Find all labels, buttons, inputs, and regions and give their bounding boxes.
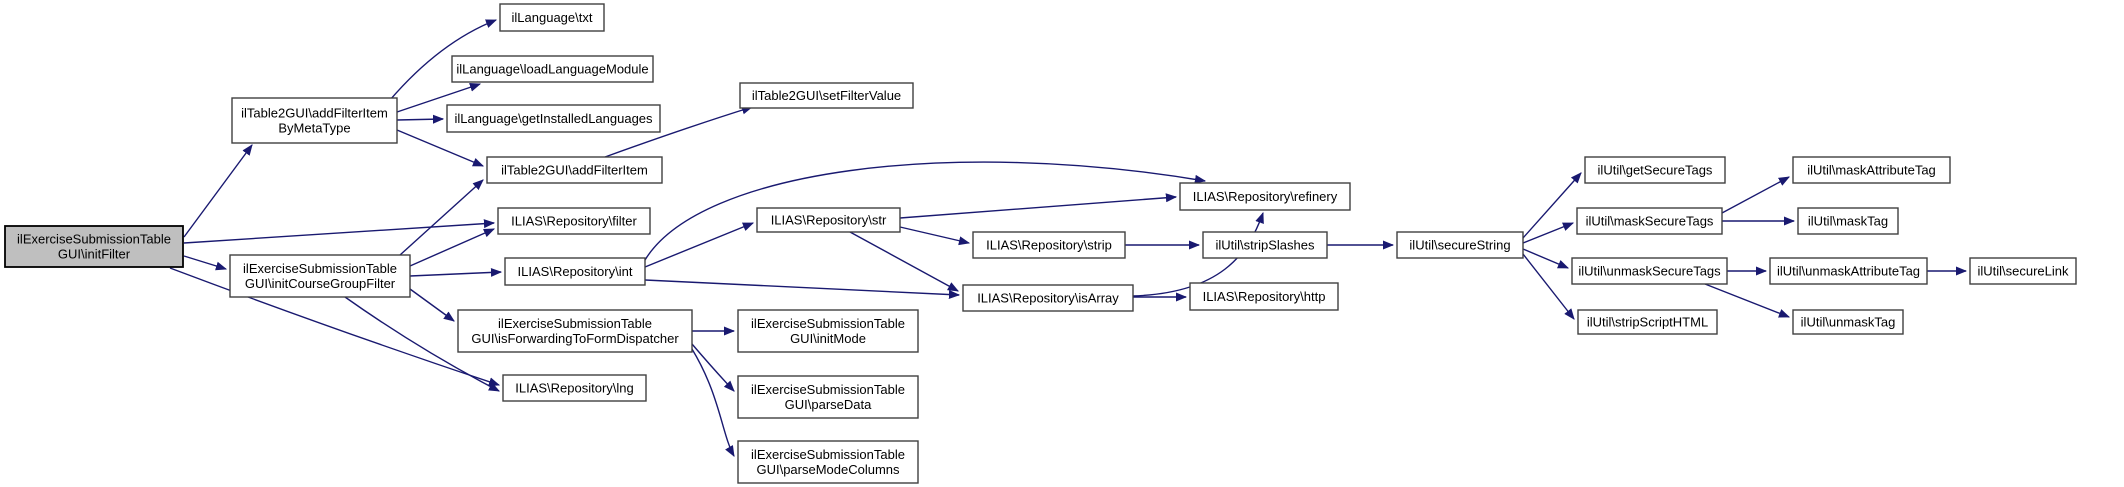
node-lng[interactable]: ILIAS\Repository\lng xyxy=(502,374,647,402)
node-unmaskSecureTags[interactable]: ilUtil\unmaskSecureTags xyxy=(1571,257,1728,285)
edge-str-to-strip xyxy=(899,226,971,246)
node-label-stripSlashes: ilUtil\stripSlashes xyxy=(1216,238,1315,253)
node-maskSecureTags[interactable]: ilUtil\maskSecureTags xyxy=(1576,207,1723,235)
node-label-stripScriptHTML: ilUtil\stripScriptHTML xyxy=(1587,315,1708,330)
node-label-filter: ILIAS\Repository\filter xyxy=(511,214,637,229)
edge-initCourseGroupFilter-to-lng xyxy=(344,296,500,392)
node-str[interactable]: ILIAS\Repository\str xyxy=(756,207,901,233)
node-label-getSecureTags: ilUtil\getSecureTags xyxy=(1598,163,1713,178)
node-maskTag[interactable]: ilUtil\maskTag xyxy=(1797,207,1899,235)
edge-initCourseGroupFilter-to-int xyxy=(409,267,503,277)
node-setFilterValue[interactable]: ilTable2GUI\setFilterValue xyxy=(739,82,914,109)
node-http[interactable]: ILIAS\Repository\http xyxy=(1189,282,1339,311)
node-label-strip: ILIAS\Repository\strip xyxy=(986,238,1112,253)
node-filter[interactable]: ILIAS\Repository\filter xyxy=(497,207,651,235)
edge-addFilterItem-to-setFilterValue xyxy=(604,105,754,158)
node-label-txt: ilLanguage\txt xyxy=(512,10,593,25)
node-label-str: ILIAS\Repository\str xyxy=(771,213,887,228)
edge-unmaskSecureTags-to-unmaskTag xyxy=(1704,283,1791,318)
node-unmaskTag[interactable]: ilUtil\unmaskTag xyxy=(1792,309,1904,335)
node-label-unmaskTag: ilUtil\unmaskTag xyxy=(1801,315,1896,330)
node-unmaskAttributeTag[interactable]: ilUtil\unmaskAttributeTag xyxy=(1769,257,1928,285)
node-getInstalledLanguages[interactable]: ilLanguage\getInstalledLanguages xyxy=(446,104,661,133)
node-label-secureLink: ilUtil\secureLink xyxy=(1977,264,2069,279)
node-label-int: ILIAS\Repository\int xyxy=(518,264,633,279)
edge-int-to-isArray xyxy=(644,279,961,299)
node-label-http: ILIAS\Repository\http xyxy=(1203,289,1326,304)
edge-addFilterItemByMetaType-to-loadLanguageModule xyxy=(396,82,482,113)
edge-str-to-refinery xyxy=(899,193,1178,219)
node-int[interactable]: ILIAS\Repository\int xyxy=(504,257,646,286)
node-label-loadLanguageModule: ilLanguage\loadLanguageModule xyxy=(456,62,648,77)
edge-isArray-to-refinery xyxy=(1132,211,1264,297)
node-label-lng: ILIAS\Repository\lng xyxy=(515,381,634,396)
edge-initFilter-to-addFilterItemByMetaType xyxy=(183,144,253,238)
node-secureLink[interactable]: ilUtil\secureLink xyxy=(1969,257,2077,285)
node-label-maskSecureTags: ilUtil\maskSecureTags xyxy=(1586,214,1714,229)
edge-addFilterItemByMetaType-to-txt xyxy=(389,19,498,101)
edge-secureString-to-stripScriptHTML xyxy=(1522,253,1575,320)
node-addFilterItem[interactable]: ilTable2GUI\addFilterItem xyxy=(486,156,663,184)
edge-initFilter-to-filter xyxy=(183,219,496,244)
edge-addFilterItemByMetaType-to-addFilterItem xyxy=(396,129,485,167)
node-label-secureString: ilUtil\secureString xyxy=(1409,238,1510,253)
edge-int-to-refinery xyxy=(644,161,1207,261)
node-label-refinery: ILIAS\Repository\refinery xyxy=(1193,189,1338,204)
node-txt[interactable]: ilLanguage\txt xyxy=(499,3,605,32)
node-getSecureTags[interactable]: ilUtil\getSecureTags xyxy=(1584,156,1726,184)
edge-secureString-to-getSecureTags xyxy=(1522,172,1582,239)
edge-initFilter-to-initCourseGroupFilter xyxy=(183,255,228,271)
node-label-unmaskAttributeTag: ilUtil\unmaskAttributeTag xyxy=(1777,264,1920,279)
edge-initFilter-to-lng xyxy=(169,267,501,387)
edge-str-to-isArray xyxy=(849,231,959,292)
node-label-maskTag: ilUtil\maskTag xyxy=(1808,214,1888,229)
node-stripScriptHTML[interactable]: ilUtil\stripScriptHTML xyxy=(1577,309,1718,335)
node-label-addFilterItem: ilTable2GUI\addFilterItem xyxy=(501,163,648,178)
edge-maskSecureTags-to-maskAttributeTag xyxy=(1721,176,1790,214)
node-stripSlashes[interactable]: ilUtil\stripSlashes xyxy=(1202,231,1328,259)
edge-initCourseGroupFilter-to-addFilterItem xyxy=(399,179,484,256)
node-label-maskAttributeTag: ilUtil\maskAttributeTag xyxy=(1807,163,1936,178)
edge-isForwardingToFormDispatcher-to-parseData xyxy=(691,343,735,392)
node-label-getInstalledLanguages: ilLanguage\getInstalledLanguages xyxy=(454,111,653,126)
edge-int-to-str xyxy=(644,222,755,268)
node-loadLanguageModule[interactable]: ilLanguage\loadLanguageModule xyxy=(451,55,654,83)
node-label-unmaskSecureTags: ilUtil\unmaskSecureTags xyxy=(1578,264,1721,279)
node-secureString[interactable]: ilUtil\secureString xyxy=(1396,231,1524,259)
node-label-setFilterValue: ilTable2GUI\setFilterValue xyxy=(752,88,901,103)
edge-initCourseGroupFilter-to-filter xyxy=(409,228,496,267)
node-maskAttributeTag[interactable]: ilUtil\maskAttributeTag xyxy=(1792,156,1951,184)
node-isArray[interactable]: ILIAS\Repository\isArray xyxy=(962,284,1134,312)
node-label-isArray: ILIAS\Repository\isArray xyxy=(977,291,1119,306)
edge-initCourseGroupFilter-to-isForwardingToFormDispatcher xyxy=(409,288,455,322)
edge-secureString-to-maskSecureTags xyxy=(1522,222,1575,244)
node-strip[interactable]: ILIAS\Repository\strip xyxy=(972,231,1126,259)
edge-addFilterItemByMetaType-to-getInstalledLanguages xyxy=(396,114,445,124)
node-refinery[interactable]: ILIAS\Repository\refinery xyxy=(1179,182,1351,211)
edge-isForwardingToFormDispatcher-to-parseModeColumns xyxy=(691,348,735,457)
edge-secureString-to-unmaskSecureTags xyxy=(1522,248,1570,269)
